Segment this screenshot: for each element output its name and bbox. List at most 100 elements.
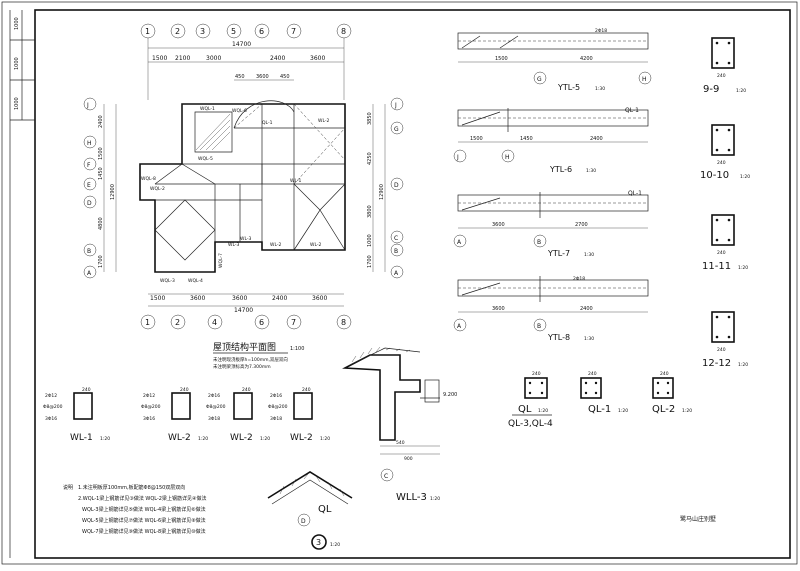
beam-label: WQL-6 bbox=[232, 108, 247, 114]
dim: 2100 bbox=[175, 55, 190, 62]
roof-structure-plan: 1 2 3 5 6 7 8 14700 1500 2100 3000 2400 … bbox=[83, 23, 404, 370]
axis-bubble: 4 bbox=[212, 318, 217, 327]
plan-note: 未注明梁顶标高为7.300mm bbox=[213, 363, 271, 370]
dim: 1000 bbox=[367, 234, 373, 247]
beam-label: WQL-8 bbox=[141, 176, 156, 182]
beam-label: WQL-2 bbox=[150, 186, 165, 192]
beam-label: WL-2 bbox=[310, 242, 322, 248]
section-scale: 1:20 bbox=[740, 174, 750, 180]
ql-2-section: 240 QL-2 1:20 bbox=[652, 371, 692, 415]
axis-bubble: B bbox=[537, 239, 541, 246]
ytl-title: YTL-5 bbox=[557, 83, 580, 92]
dim: 1500 bbox=[152, 55, 167, 62]
dim: 1500 bbox=[150, 295, 165, 302]
dim: 240 bbox=[717, 250, 726, 256]
wl-1-section: 240 2Φ12 Φ8@200 3Φ16 WL-1 1:20 bbox=[43, 387, 110, 443]
plan-scale: 1:100 bbox=[290, 346, 304, 352]
rebar-label: 3Φ16 bbox=[45, 416, 57, 422]
dim: 1700 bbox=[367, 255, 373, 268]
axis-bubble: D bbox=[301, 518, 306, 525]
section-title: QL bbox=[518, 404, 532, 415]
section-scale: 1:20 bbox=[682, 408, 692, 414]
section-title: 12-12 bbox=[702, 358, 731, 369]
beam-label: QL-1 bbox=[628, 190, 642, 197]
axis-bubble: H bbox=[505, 154, 510, 161]
beam-label: WL-2 bbox=[270, 242, 282, 248]
ytl-scale: 1:30 bbox=[595, 86, 605, 92]
beam-label: QL-1 bbox=[262, 120, 273, 126]
axis-bubble: D bbox=[394, 182, 399, 189]
axis-bubble: C bbox=[384, 473, 388, 480]
axis-bubble: A bbox=[457, 323, 462, 330]
dim: 4250 bbox=[367, 152, 373, 165]
section-scale: 1:20 bbox=[260, 436, 270, 442]
ytl-5-elevation: 2Φ18 1500 4200 G H YTL-5 1:30 bbox=[457, 28, 652, 92]
beam-label: WQL-5 bbox=[198, 156, 213, 162]
dim: 3000 bbox=[206, 55, 221, 62]
axis-bubble: J bbox=[456, 154, 459, 161]
detail-callout: 3 bbox=[316, 538, 321, 547]
dim: 450 bbox=[235, 74, 245, 80]
dim: 3600 bbox=[492, 222, 505, 228]
elevation-mark: 9.200 bbox=[443, 392, 457, 398]
section-scale: 1:20 bbox=[100, 436, 110, 442]
title-cell-1: 1000 bbox=[14, 17, 20, 30]
axis-bubble: J bbox=[394, 102, 397, 109]
dim: 3600 bbox=[256, 74, 269, 80]
axis-bubble: 7 bbox=[291, 27, 296, 36]
ytl-7-elevation: QL-1 3600 2700 A B YTL-7 1:30 bbox=[453, 190, 649, 258]
detail-scale: 1:20 bbox=[430, 496, 440, 502]
dim: 2400 bbox=[580, 306, 593, 312]
dim: 1500 bbox=[495, 56, 508, 62]
rebar-label: 2Φ16 bbox=[208, 393, 220, 399]
plan-title: 屋顶结构平面图 bbox=[213, 341, 276, 353]
dim: 2400 bbox=[272, 295, 287, 302]
beam-label: QL-1 bbox=[625, 107, 639, 114]
rebar-label: Φ8@200 bbox=[268, 404, 288, 410]
detail-title: WLL-3 bbox=[396, 492, 427, 503]
note-line: 1.未注明板厚100mm,板配筋Φ8@150双层双向 bbox=[78, 484, 185, 491]
section-title: 10-10 bbox=[700, 170, 729, 181]
plan-bottom-axes: 1500 3600 3600 2400 3600 14700 1 2 4 6 7… bbox=[140, 293, 352, 330]
rebar-label: 2Φ18 bbox=[595, 28, 607, 34]
dim-total-left: 12900 bbox=[110, 184, 116, 200]
beam-label: WQL-3 bbox=[160, 278, 175, 284]
ytl-title: YTL-8 bbox=[547, 333, 570, 342]
plan-top-axes: 1 2 3 5 6 7 8 bbox=[140, 23, 352, 100]
dim-total-top: 14700 bbox=[232, 41, 251, 48]
section-scale: 1:20 bbox=[320, 436, 330, 442]
eave-detail-wll-3: 540 900 9.200 C WLL-3 1:20 bbox=[342, 346, 457, 503]
ytl-title: YTL-6 bbox=[549, 165, 572, 174]
rebar-label: Φ8@200 bbox=[141, 404, 161, 410]
dim: 3850 bbox=[367, 112, 373, 125]
section-scale: 1:20 bbox=[736, 88, 746, 94]
axis-bubble: D bbox=[87, 200, 92, 207]
rebar-label: Φ8@200 bbox=[43, 404, 63, 410]
beam-label: WL-2 bbox=[318, 118, 330, 124]
dim: 3600 bbox=[310, 55, 325, 62]
title-cell-3: 1000 bbox=[14, 97, 20, 110]
dim: 240 bbox=[717, 160, 726, 166]
dim: 1450 bbox=[98, 167, 104, 180]
dim-total-right: 12900 bbox=[379, 184, 385, 200]
dim: 1500 bbox=[470, 136, 483, 142]
dim: 1500 bbox=[98, 147, 104, 160]
axis-bubble: 3 bbox=[200, 27, 205, 36]
detail-title: QL bbox=[318, 504, 332, 515]
plan-outline: WQL-1 WQL-6 QL-1 WQL-5 WQL-8 WL-2 WL-1 W… bbox=[139, 100, 346, 284]
beam-label: WQL-1 bbox=[200, 106, 215, 112]
section-title: WL-1 bbox=[70, 433, 93, 443]
axis-bubble: E bbox=[87, 182, 91, 189]
wl-2-section-a: 240 2Φ12 Φ8@200 3Φ16 WL-2 1:20 bbox=[141, 387, 208, 443]
beam-label: WL-3 bbox=[240, 236, 252, 242]
section-subtitle: QL-3,QL-4 bbox=[508, 419, 553, 429]
plan-note: 未注明现浇板厚h=100mm,双层双向 bbox=[213, 356, 288, 363]
wl-2-section-c: 240 2Φ16 Φ8@200 3Φ18 WL-2 1:20 bbox=[268, 387, 330, 443]
axis-bubble: 1 bbox=[145, 318, 150, 327]
dim: 3600 bbox=[312, 295, 327, 302]
axis-bubble: F bbox=[87, 162, 91, 169]
axis-bubble: 8 bbox=[341, 27, 346, 36]
note-line: 2.WQL-1梁上钢筋详见③做法 WQL-2梁上钢筋详见④做法 bbox=[78, 495, 206, 502]
dim: 4800 bbox=[98, 217, 104, 230]
